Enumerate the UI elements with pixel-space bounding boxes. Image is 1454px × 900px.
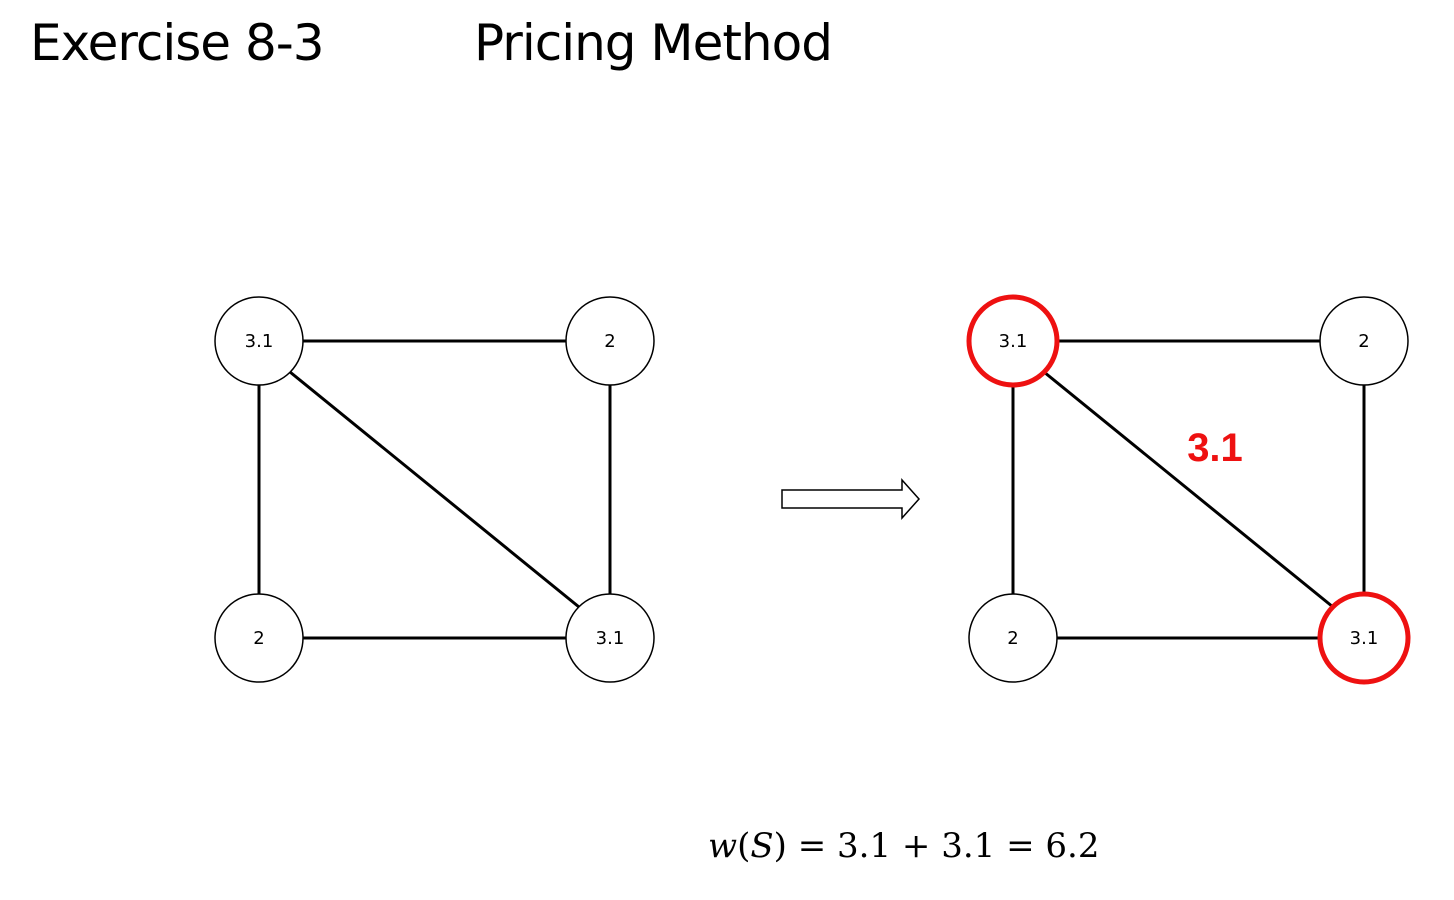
node-label: 3.1 [1350,628,1379,649]
node-label: 3.1 [245,331,274,352]
node-label: 2 [604,331,615,352]
edge-right-diagonal [1043,370,1334,609]
node-left-bl: 2 [214,593,304,683]
node-label: 3.1 [596,628,625,649]
node-label: 2 [253,628,264,649]
node-left-br: 3.1 [565,593,655,683]
graph-left: 3.1 2 2 3.1 [214,296,655,683]
transition-arrow-icon [781,478,921,520]
node-right-br: 3.1 [1317,591,1411,685]
topic-title: Pricing Method [474,14,833,72]
graph-right: 3.1 3.1 2 2 3.1 [966,294,1411,685]
formula-function: w [708,826,738,866]
node-left-tl: 3.1 [214,296,304,386]
node-label: 3.1 [999,331,1028,352]
formula-set: S [750,826,774,866]
formula-open-paren: ( [737,826,751,866]
formula-rest: ) = 3.1 + 3.1 = 6.2 [773,826,1100,866]
node-right-bl: 2 [968,593,1058,683]
diagonal-edge-weight: 3.1 [1187,426,1243,470]
node-label: 2 [1007,628,1018,649]
node-left-tr: 2 [565,296,655,386]
weight-formula: w(S) = 3.1 + 3.1 = 6.2 [708,826,1099,866]
node-right-tr: 2 [1319,296,1409,386]
exercise-title: Exercise 8-3 [30,14,325,72]
edge-left-diagonal [289,370,580,609]
node-label: 2 [1358,331,1369,352]
node-right-tl: 3.1 [966,294,1060,388]
